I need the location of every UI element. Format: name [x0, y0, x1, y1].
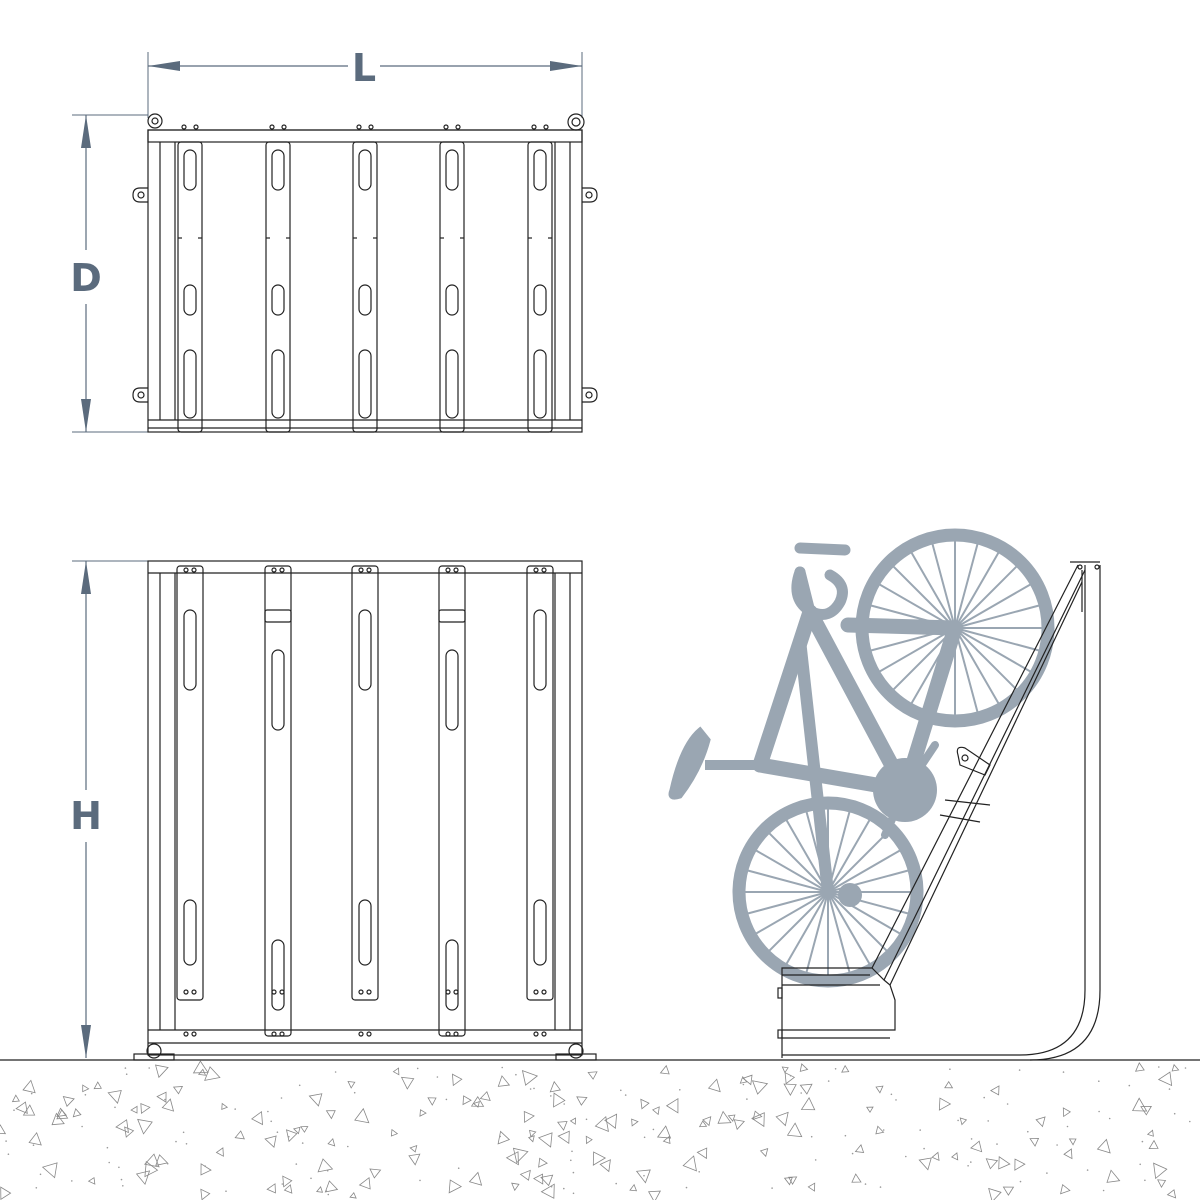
depth-label: D	[70, 256, 102, 300]
top-view-rails	[177, 124, 553, 433]
front-view	[133, 560, 597, 1061]
rail-top-5	[527, 124, 553, 433]
dimension-depth: D	[70, 114, 148, 433]
height-label: H	[70, 794, 102, 838]
rail-front-3	[351, 565, 379, 1037]
side-rack	[777, 561, 1101, 1061]
mounting-lugs	[132, 187, 598, 403]
side-view	[668, 528, 1101, 1061]
rail-front-2	[264, 565, 292, 1037]
rail-front-1	[176, 565, 204, 1037]
top-view	[132, 113, 598, 433]
rail-top-1	[177, 124, 203, 433]
length-label: L	[352, 46, 376, 90]
dimension-length: L	[147, 46, 583, 118]
rail-top-2	[265, 124, 291, 433]
front-view-rails	[176, 565, 554, 1037]
dimension-height: H	[70, 560, 148, 1058]
rail-top-3	[352, 124, 378, 433]
ground-speckle	[0, 1060, 1191, 1200]
rail-top-4	[439, 124, 465, 433]
rail-front-4	[438, 565, 466, 1037]
bicycle-silhouette	[668, 528, 1055, 988]
rail-front-5	[526, 565, 554, 1037]
